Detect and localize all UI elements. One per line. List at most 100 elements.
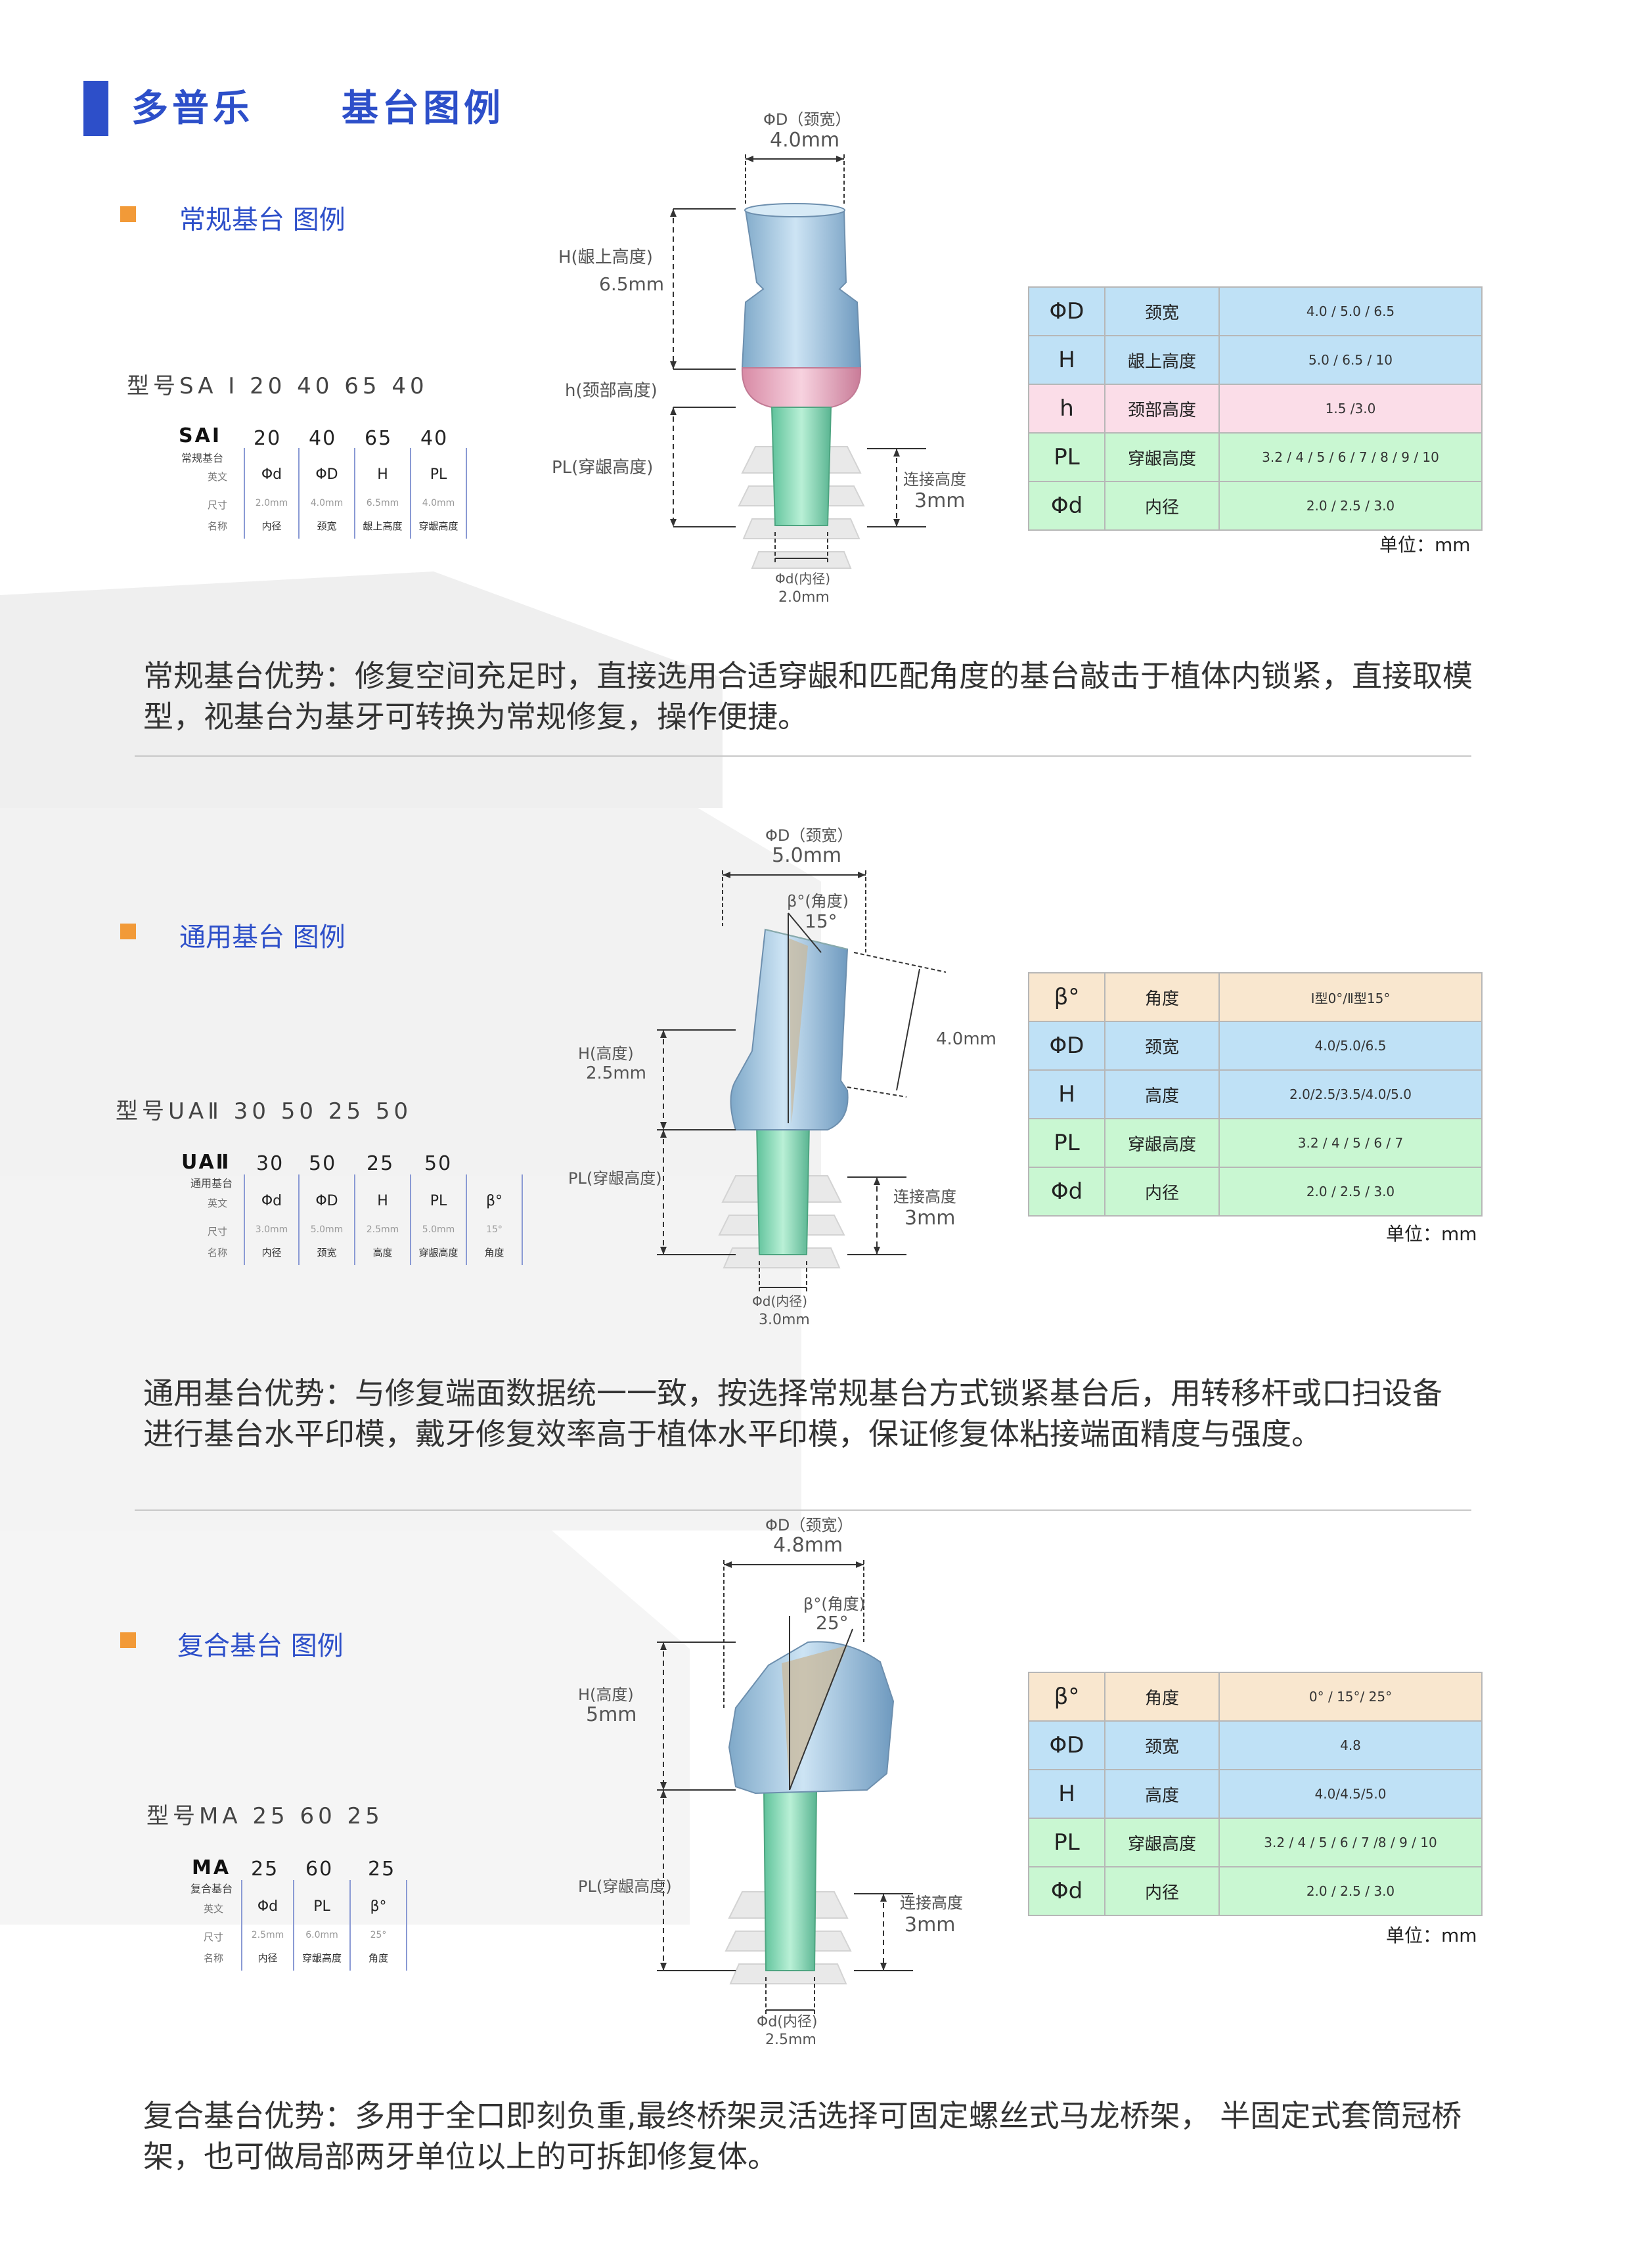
diagram-neck-label: h(颈部高度) xyxy=(565,381,658,401)
transmucosal-post xyxy=(770,407,832,526)
row-label-name: 名称 xyxy=(208,1247,228,1259)
code-col-size: 4.0mm xyxy=(310,498,344,508)
implant-thread xyxy=(718,1175,845,1268)
code-type-name: 常规基台 xyxy=(181,452,224,464)
abutment-top xyxy=(741,210,862,369)
code-col-name: 穿龈高度 xyxy=(418,520,458,532)
code-col-size: 4.0mm xyxy=(422,498,455,508)
code-col-size: 6.0mm xyxy=(305,1930,338,1940)
abutment-diagram-universal: ΦD（颈宽） 5.0mm β°(角度) 15° 4.0mm H(高度) 2.5m… xyxy=(568,826,996,1328)
neck-collar xyxy=(741,367,862,408)
row-label-en: 英文 xyxy=(208,1197,228,1209)
advantage-text: 通用基台优势：与修复端面数据统一一致，按选择常规基台方式锁紧基台后，用转移杆或口… xyxy=(143,1375,1442,1452)
background-paper-layer xyxy=(0,1176,801,1531)
row-label-en: 英文 xyxy=(204,1903,224,1915)
diagram-top-label: ΦD（颈宽） xyxy=(763,110,851,129)
diagram-bottom-label: Φd(内径) xyxy=(775,571,830,587)
diagram-bottom-label: Φd(内径) xyxy=(757,2014,817,2030)
row-label-name: 名称 xyxy=(208,520,228,532)
code-value: 50 xyxy=(309,1152,337,1175)
code-col-size: 5.0mm xyxy=(310,1224,344,1235)
diagram-bottom-value: 2.0mm xyxy=(778,589,830,604)
code-value: 50 xyxy=(424,1152,453,1175)
diagram-conn-label: 连接高度 xyxy=(903,470,966,489)
diagram-conn-label: 连接高度 xyxy=(893,1188,956,1206)
code-col-name: 高度 xyxy=(372,1247,393,1259)
code-prefix: UAⅡ xyxy=(181,1151,231,1174)
unit-label: 单位：mm xyxy=(1379,534,1471,556)
diagram-pl-label: PL(穿龈高度) xyxy=(578,1877,672,1896)
code-value: 40 xyxy=(420,427,449,450)
angle-wedge xyxy=(788,938,808,1123)
abutment-diagram-standard: ΦD（颈宽） 4.0mm H(龈上高度) 6.5mm h(颈部高度) PL(穿龈… xyxy=(552,110,966,604)
diagram-conn-value: 3mm xyxy=(904,1913,956,1936)
diagram-top-value: 4.8mm xyxy=(773,1534,843,1557)
transmucosal-post xyxy=(755,1123,811,1255)
row-label-size: 尺寸 xyxy=(208,499,228,511)
code-value: 65 xyxy=(365,427,393,450)
code-col-en: ΦD xyxy=(315,1193,338,1209)
diagram-angle-value: 25° xyxy=(816,1612,849,1634)
code-col-name: 颈宽 xyxy=(317,1247,337,1259)
advantage-text: 复合基台优势：多用于全口即刻负重,最终桥架灵活选择可固定螺丝式马龙桥架， 半固定… xyxy=(143,2098,1462,2174)
background-paper-layer xyxy=(0,1531,690,1925)
diagram-angle-label: β°(角度) xyxy=(803,1595,865,1613)
diagram-h-label: H(龈上高度) xyxy=(558,248,653,267)
section-title: 复合基台 图例 xyxy=(177,1631,344,1661)
code-col-size: 25° xyxy=(370,1930,387,1940)
code-col-en: H xyxy=(377,466,388,483)
angle-wedge xyxy=(782,1645,847,1790)
page-title: 基台图例 xyxy=(342,87,504,130)
code-col-en: β° xyxy=(370,1898,387,1915)
model-number: 型号SA I 20 40 65 40 xyxy=(127,373,428,399)
code-value: 20 xyxy=(254,427,282,450)
section-marker xyxy=(120,1632,136,1648)
row-label-size: 尺寸 xyxy=(208,1226,228,1238)
code-col-en: Φd xyxy=(257,1898,279,1915)
code-col-name: 颈宽 xyxy=(317,520,337,532)
code-value: 30 xyxy=(256,1152,284,1175)
header-accent-bar xyxy=(83,81,108,136)
row-label-size: 尺寸 xyxy=(204,1931,224,1943)
section-divider xyxy=(135,1509,1471,1511)
code-col-size: 2.5mm xyxy=(366,1224,399,1235)
diagram-bottom-label: Φd(内径) xyxy=(752,1293,807,1309)
unit-label: 单位：mm xyxy=(1386,1925,1477,1946)
diagram-side-value: 4.0mm xyxy=(936,1029,996,1049)
code-col-name: 角度 xyxy=(368,1952,388,1964)
code-col-en: PL xyxy=(430,1193,447,1209)
section-marker xyxy=(120,206,136,222)
code-col-name: 角度 xyxy=(484,1247,504,1259)
section-divider xyxy=(135,755,1471,757)
code-col-size: 3.0mm xyxy=(255,1224,288,1235)
diagram-top-value: 5.0mm xyxy=(772,844,841,867)
model-code-table: UAⅡ 30 50 25 50 通用基台 英文 尺寸 名称 Φd ΦD H PL… xyxy=(118,1147,539,1265)
diagram-h-value: 5mm xyxy=(586,1703,637,1726)
row-label-en: 英文 xyxy=(208,471,228,483)
transmucosal-post xyxy=(763,1789,818,1971)
abutment-diagram-multi-unit: ΦD（颈宽） 4.8mm β°(角度) 25° H(高度) 5mm PL(穿龈高… xyxy=(578,1516,963,2048)
code-col-name: 穿龈高度 xyxy=(418,1247,458,1259)
code-value: 60 xyxy=(305,1858,334,1881)
code-col-en: Φd xyxy=(261,1193,282,1209)
diagram-pl-label: PL(穿龈高度) xyxy=(568,1169,662,1188)
model-number: 型号UAⅡ 30 50 25 50 xyxy=(116,1098,413,1125)
diagram-conn-value: 3mm xyxy=(914,489,966,512)
diagram-h-label: H(高度) xyxy=(578,1044,634,1063)
background-paper-layer xyxy=(0,808,821,1176)
code-prefix: SAI xyxy=(179,424,221,447)
code-type-name: 复合基台 xyxy=(190,1883,233,1895)
